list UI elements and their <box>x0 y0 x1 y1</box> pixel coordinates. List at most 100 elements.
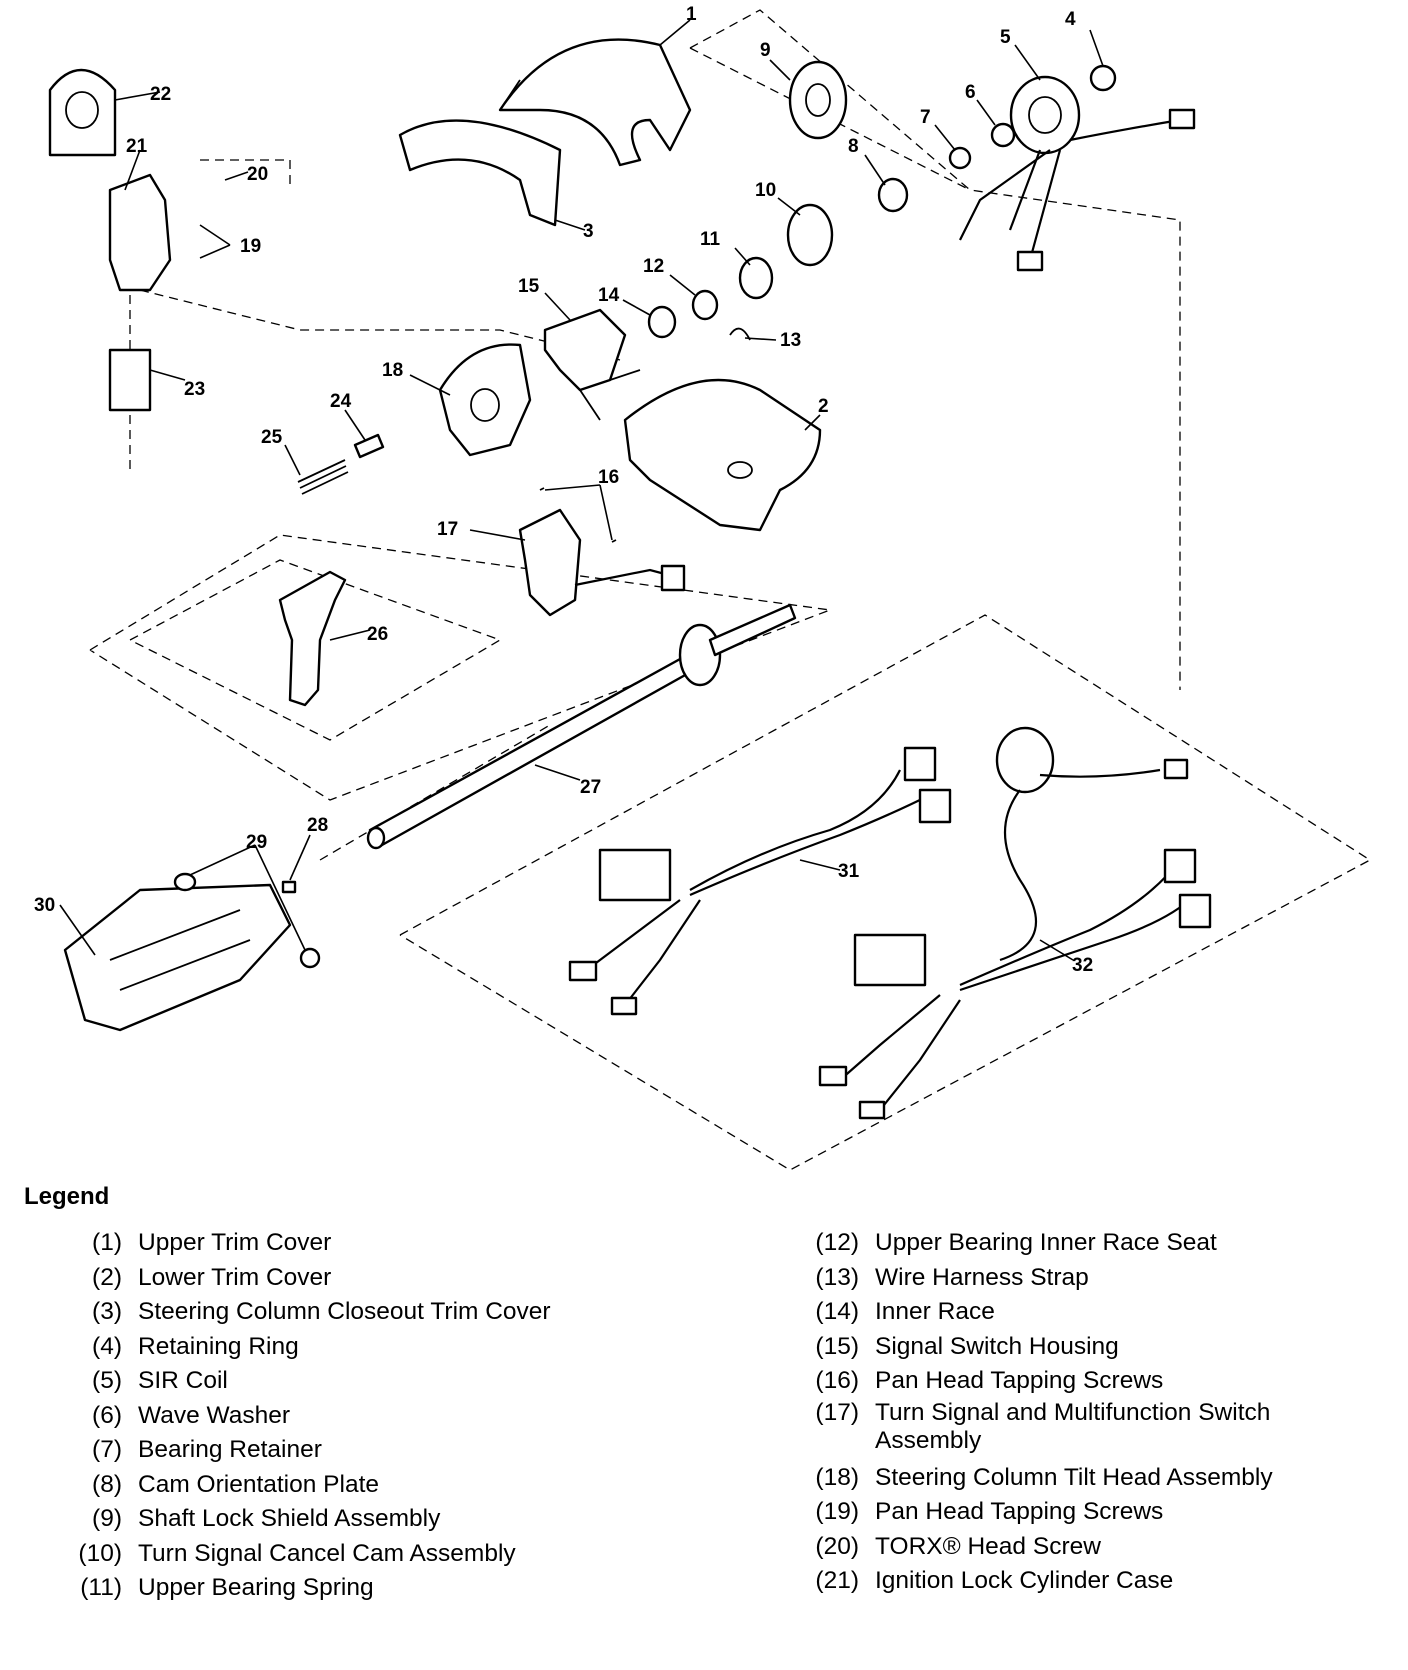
callout-17: 17 <box>437 519 458 540</box>
legend-number: (12) <box>815 1229 859 1256</box>
legend-item: (8)Cam Orientation Plate <box>66 1468 551 1503</box>
legend-item: (12) Upper Bearing Inner Race Seat <box>803 1226 1355 1261</box>
wire-harness-31-shape <box>568 746 952 1016</box>
callout-18: 18 <box>382 360 403 381</box>
small-ring-parts <box>647 60 1117 341</box>
lock-cylinder-shape <box>278 570 347 707</box>
legend-label: Retaining Ring <box>138 1332 299 1360</box>
legend-title: Legend <box>24 1183 110 1210</box>
legend-label: Shaft Lock Shield Assembly <box>138 1505 441 1532</box>
legend-label: Pan Head Tapping Screws <box>875 1367 1164 1394</box>
callout-15: 15 <box>518 276 540 297</box>
callout-22: 22 <box>150 84 171 105</box>
multifunction-switch-shape <box>518 487 686 617</box>
steering-shaft-shape <box>366 603 797 850</box>
callout-2: 2 <box>818 396 829 417</box>
legend-label: Lower Trim Cover <box>138 1263 332 1291</box>
legend-number: (16) <box>815 1367 859 1394</box>
legend-item: (19)Pan Head Tapping Screws <box>803 1495 1355 1530</box>
legend-number: (4) <box>92 1332 122 1360</box>
callout-11: 11 <box>700 229 721 250</box>
legend-label: TORX® Head Screw <box>875 1532 1101 1560</box>
legend-number: (7) <box>92 1436 122 1463</box>
legend-item: (18)Steering Column Tilt Head Assembly <box>803 1461 1355 1496</box>
exploded-steering-column-diagram: 1 2 3 4 5 6 7 8 9 10 11 12 13 14 15 16 1… <box>34 4 1372 1170</box>
spring-and-pin-shapes <box>297 433 385 495</box>
sir-coil-shape <box>959 75 1196 272</box>
ignition-lock-case-shape <box>48 68 172 412</box>
legend-number: (14) <box>815 1298 859 1325</box>
callout-23: 23 <box>184 379 205 400</box>
legend-item: (21)Ignition Lock Cylinder Case <box>803 1564 1355 1599</box>
legend-item: (1) Upper Trim Cover <box>66 1226 551 1261</box>
legend-item: (2) Lower Trim Cover <box>66 1261 551 1296</box>
callout-7: 7 <box>920 107 931 128</box>
callout-32: 32 <box>1072 955 1093 976</box>
callout-26: 26 <box>367 624 388 645</box>
upper-trim-cover-shape <box>498 38 692 167</box>
legend-number: (10) <box>78 1539 122 1567</box>
legend-number: (17) <box>815 1398 859 1426</box>
legend-item: (20) TORX® Head Screw <box>803 1530 1355 1565</box>
wire-harness-32-shape <box>818 726 1212 1120</box>
legend-label: Upper Bearing Spring <box>138 1574 374 1601</box>
callout-16: 16 <box>598 467 619 488</box>
legend-label: Turn Signal Cancel Cam Assembly <box>138 1539 516 1567</box>
legend-number: (15) <box>815 1332 859 1360</box>
legend-number: (3) <box>92 1298 122 1325</box>
callout-21: 21 <box>126 136 148 157</box>
callout-5: 5 <box>1000 27 1011 48</box>
legend-number: (18) <box>815 1463 859 1491</box>
part-callouts: 1 2 3 4 5 6 7 8 9 10 11 12 13 14 15 16 1… <box>34 4 1093 976</box>
callout-14: 14 <box>598 285 620 306</box>
legend-label: Turn Signal and Multifunction Switch Ass… <box>875 1398 1271 1454</box>
legend-item: (6) Wave Washer <box>66 1399 551 1434</box>
legend-right-column: (12) Upper Bearing Inner Race Seat (13) Wi… <box>803 1226 1355 1599</box>
callout-25: 25 <box>261 427 283 448</box>
legend-item: (3) Steering Column Closeout Trim Cover <box>66 1295 551 1330</box>
legend-item: (15) Signal Switch Housing <box>803 1330 1355 1365</box>
legend-left-column: (1)Upper Trim Cover (2)Lower Trim Cover … <box>66 1226 551 1606</box>
dashed-group-outlines <box>89 9 1372 1170</box>
callout-8: 8 <box>848 136 859 157</box>
closeout-trim-cover-shape <box>398 119 562 227</box>
legend-number: (6) <box>92 1401 122 1429</box>
lower-trim-cover-shape <box>623 378 822 532</box>
legend-label: Upper Trim Cover <box>138 1229 332 1256</box>
callout-24: 24 <box>330 391 352 412</box>
column-bracket-shape <box>63 872 321 1032</box>
legend-item: (11)Upper Bearing Spring <box>66 1571 551 1606</box>
callout-27: 27 <box>580 777 601 798</box>
legend-number: (20) <box>815 1532 859 1560</box>
signal-switch-housing-shape <box>543 308 641 421</box>
callout-31: 31 <box>838 861 860 882</box>
callout-12: 12 <box>643 256 664 277</box>
callout-29: 29 <box>246 832 267 853</box>
callout-30: 30 <box>34 895 55 916</box>
legend-item: (5) SIR Coil <box>66 1364 551 1399</box>
legend-item: (7) Bearing Retainer <box>66 1433 551 1468</box>
callout-4: 4 <box>1065 9 1076 30</box>
leader-lines <box>59 19 1104 961</box>
legend-number: (5) <box>92 1367 122 1394</box>
legend-item: (16) Pan Head Tapping Screws <box>803 1364 1355 1399</box>
legend-label: Inner Race <box>875 1298 995 1325</box>
legend-label: Pan Head Tapping Screws <box>875 1498 1164 1525</box>
legend-number: (13) <box>815 1263 859 1291</box>
legend-number: (1) <box>92 1229 122 1256</box>
legend-label: Bearing Retainer <box>138 1436 322 1463</box>
legend-label: Cam Orientation Plate <box>138 1470 380 1498</box>
legend-label: Upper Bearing Inner Race Seat <box>875 1229 1217 1256</box>
tilt-head-assembly-shape <box>438 343 532 457</box>
legend-number: (2) <box>92 1263 122 1291</box>
legend-item: (9) Shaft Lock Shield Assembly <box>66 1502 551 1537</box>
legend-label: Wave Washer <box>138 1401 291 1429</box>
legend-label: Signal Switch Housing <box>875 1332 1119 1360</box>
legend-label: SIR Coil <box>138 1367 228 1394</box>
legend-label: Wire Harness Strap <box>875 1263 1089 1291</box>
legend-number: (9) <box>92 1505 122 1532</box>
callout-1: 1 <box>686 4 697 25</box>
legend-label: Steering Column Closeout Trim Cover <box>138 1298 551 1325</box>
legend-item: (10) Turn Signal Cancel Cam Assembly <box>66 1537 551 1572</box>
callout-3: 3 <box>583 221 594 242</box>
